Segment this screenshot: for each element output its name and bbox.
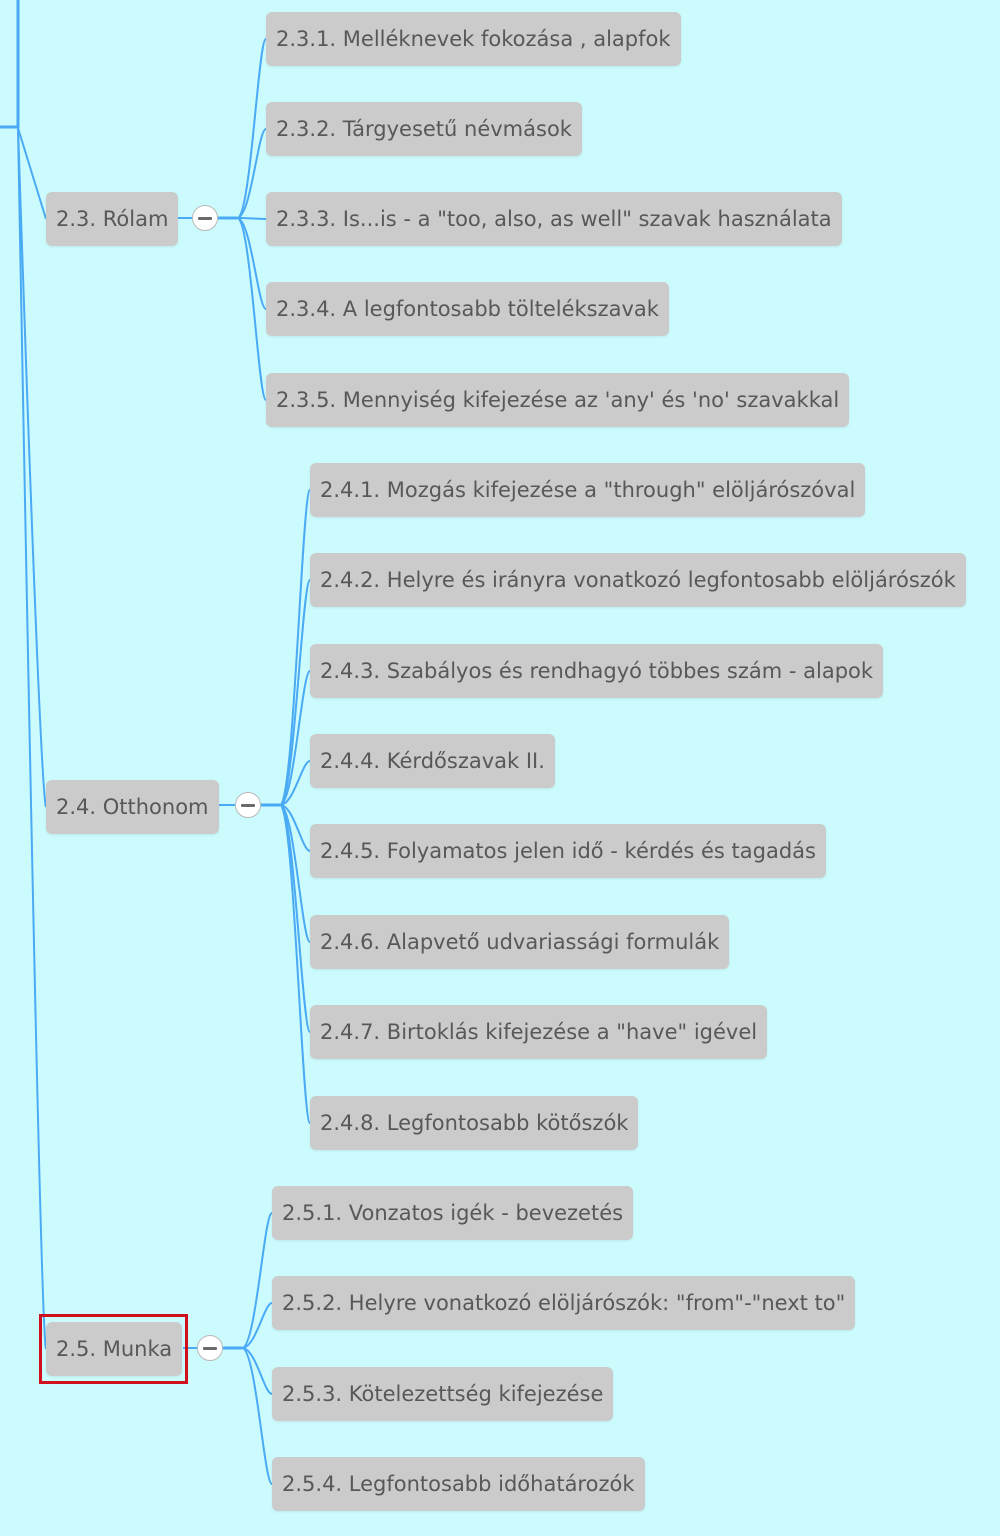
subtopic-connector	[279, 670, 311, 806]
subtopic-connector	[279, 804, 311, 852]
subtopic-connector	[279, 579, 311, 806]
topic-connector	[17, 127, 47, 220]
subtopic-connector	[241, 1212, 273, 1349]
subtopic-connector	[236, 38, 267, 219]
subtopic-node[interactable]: 2.4.8. Legfontosabb kötőszók	[310, 1096, 639, 1150]
subtopic-node[interactable]: 2.5.2. Helyre vonatkozó elöljárószók: "f…	[272, 1276, 856, 1330]
topic-connector	[17, 127, 47, 1350]
subtopic-node[interactable]: 2.3.1. Melléknevek fokozása , alapfok	[266, 12, 681, 66]
subtopic-connector	[279, 804, 311, 1033]
subtopic-node[interactable]: 2.3.3. Is...is - a "too, also, as well" …	[266, 192, 842, 246]
subtopic-node[interactable]: 2.4.3. Szabályos és rendhagyó többes szá…	[310, 644, 884, 698]
subtopic-connector	[279, 804, 311, 943]
subtopic-connector	[236, 128, 267, 219]
subtopic-node[interactable]: 2.3.5. Mennyiség kifejezése az 'any' és …	[266, 373, 850, 427]
subtopic-node[interactable]: 2.4.5. Folyamatos jelen idő - kérdés és …	[310, 824, 826, 878]
collapse-minus-icon[interactable]	[197, 1335, 223, 1361]
subtopic-connector	[241, 1347, 273, 1395]
subtopic-connector	[279, 489, 311, 806]
subtopic-node[interactable]: 2.3.4. A legfontosabb töltelékszavak	[266, 282, 669, 336]
subtopic-connector	[241, 1302, 273, 1349]
topic-node[interactable]: 2.4. Otthonom	[46, 780, 219, 834]
topic-node[interactable]: 2.5. Munka	[46, 1322, 183, 1376]
subtopic-node[interactable]: 2.5.1. Vonzatos igék - bevezetés	[272, 1186, 634, 1240]
subtopic-connector	[241, 1347, 273, 1485]
subtopic-connector	[279, 760, 311, 806]
subtopic-connector	[236, 217, 267, 401]
subtopic-node[interactable]: 2.4.7. Birtoklás kifejezése a "have" igé…	[310, 1005, 768, 1059]
subtopic-node[interactable]: 2.5.3. Kötelezettség kifejezése	[272, 1367, 614, 1421]
collapse-minus-icon[interactable]	[235, 792, 261, 818]
subtopic-node[interactable]: 2.4.2. Helyre és irányra vonatkozó legfo…	[310, 553, 966, 607]
subtopic-node[interactable]: 2.5.4. Legfontosabb időhatározók	[272, 1457, 645, 1511]
collapse-minus-icon[interactable]	[192, 205, 218, 231]
topic-connector	[17, 127, 47, 808]
topic-node[interactable]: 2.3. Rólam	[46, 192, 179, 246]
subtopic-connector	[236, 217, 267, 310]
subtopic-connector	[279, 804, 311, 1124]
subtopic-node[interactable]: 2.4.6. Alapvető udvariassági formulák	[310, 915, 730, 969]
subtopic-node[interactable]: 2.4.1. Mozgás kifejezése a "through" elö…	[310, 463, 866, 517]
subtopic-node[interactable]: 2.4.4. Kérdőszavak II.	[310, 734, 555, 788]
subtopic-connector	[236, 217, 267, 220]
subtopic-node[interactable]: 2.3.2. Tárgyesetű névmások	[266, 102, 582, 156]
